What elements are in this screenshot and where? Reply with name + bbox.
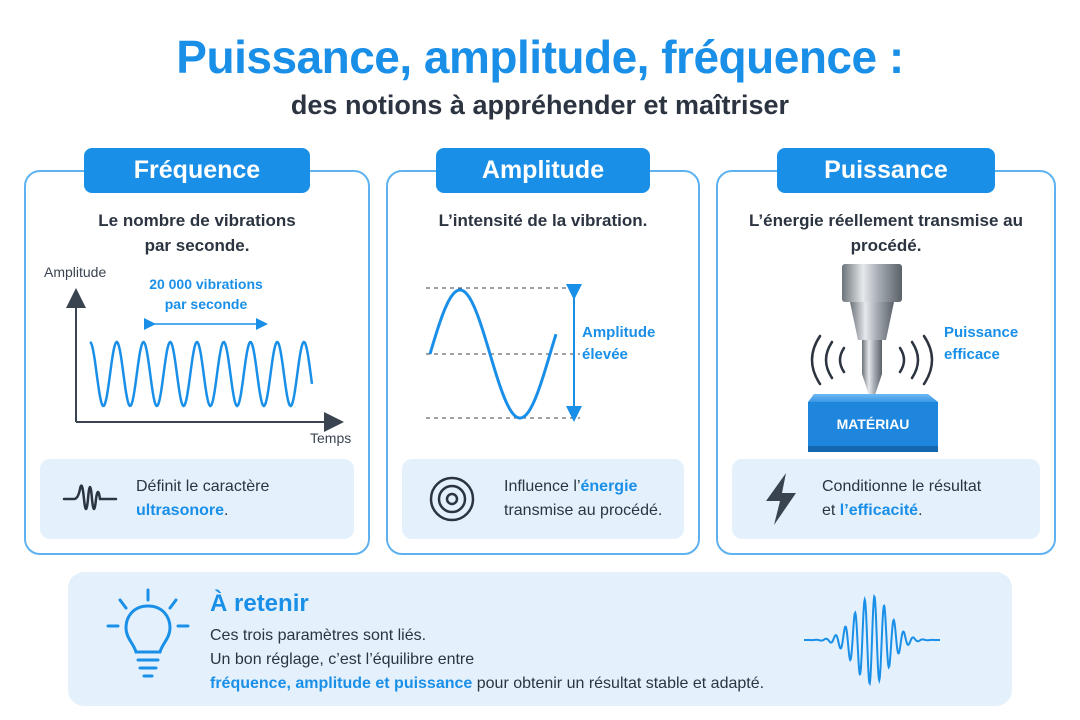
frequency-annotation: 20 000 vibrations par seconde [149, 276, 263, 312]
sonotrode-body [842, 264, 902, 302]
note-text: Définit le caractère ultrasonore. [136, 478, 270, 519]
axis-y-label: Amplitude [44, 264, 107, 280]
takeaway-text: Ces trois paramètres sont liés. Un bon r… [210, 627, 765, 692]
material-top [808, 394, 938, 402]
material-block [808, 402, 938, 446]
card-description: Le nombre de vibrations par seconde. [98, 211, 296, 255]
wave-pulse-icon [62, 484, 118, 511]
axis-x-label: Temps [310, 430, 352, 446]
material-label: MATÉRIAU [836, 416, 910, 432]
sonotrode-taper [850, 302, 894, 340]
card-frequence: Fréquence Le nombre de vibrations par se… [24, 148, 370, 555]
sine-wave [428, 288, 558, 420]
card-puissance: Puissance L’énergie réellement transmise… [716, 148, 1056, 555]
concentric-circles-icon [429, 476, 475, 522]
frequency-chart [66, 288, 344, 432]
takeaway-title: À retenir [210, 590, 309, 617]
note-frequence: Définit le caractère ultrasonore. [40, 459, 354, 539]
takeaway-panel: À retenir Ces trois paramètres sont liés… [68, 572, 1012, 706]
lightbulb-icon [106, 588, 190, 678]
vibration-waves-left [810, 334, 846, 386]
note-puissance: Conditionne le résultat et l’efficacité. [732, 459, 1040, 539]
sonotrode-illustration [808, 264, 938, 452]
amplitude-chart [426, 284, 582, 422]
lightning-bolt-icon [766, 473, 796, 525]
card-amplitude: Amplitude L’intensité de la vibration. A… [386, 148, 700, 555]
wave-burst-decoration [803, 593, 941, 687]
sonotrode-tip [862, 340, 882, 374]
note-text: Influence l’énergie transmise au procédé… [504, 478, 663, 519]
note-text: Conditionne le résultat et l’efficacité. [822, 478, 982, 519]
vibration-waves-right [898, 334, 934, 386]
card-description: L’intensité de la vibration. [438, 211, 648, 230]
power-annotation: Puissance efficace [944, 324, 1019, 363]
page-subtitle: des notions à appréhender et maîtriser [290, 90, 790, 120]
amplitude-annotation: Amplitude élevée [582, 324, 656, 363]
card-description: L’énergie réellement transmise au procéd… [748, 211, 1023, 255]
card-tab-puissance: Puissance [777, 148, 995, 193]
card-tab-amplitude: Amplitude [436, 148, 650, 193]
note-amplitude: Influence l’énergie transmise au procédé… [402, 459, 684, 539]
card-tab-frequence: Fréquence [84, 148, 310, 193]
high-frequency-wave [89, 340, 314, 408]
page-title: Puissance, amplitude, fréquence : [176, 31, 904, 83]
